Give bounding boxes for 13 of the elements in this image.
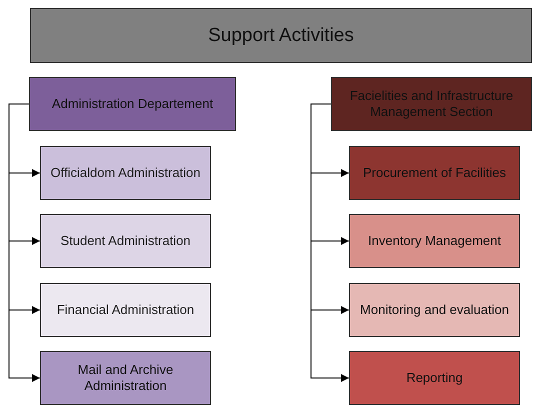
- unit-box: Procurement of Facilities: [349, 146, 520, 200]
- unit-box: Student Administration: [40, 214, 211, 268]
- unit-box: Monitoring and evaluation: [349, 283, 520, 337]
- unit-box: Mail and Archive Administration: [40, 351, 211, 405]
- header-box: Support Activities: [30, 8, 532, 63]
- unit-box: Inventory Management: [349, 214, 520, 268]
- unit-box: Reporting: [349, 351, 520, 405]
- unit-box: Officialdom Administration: [40, 146, 211, 200]
- connector-arrow: [8, 104, 40, 382]
- department-box: Administration Departement: [29, 77, 236, 131]
- connector-arrow: [310, 104, 350, 382]
- department-box: Facielities and Infrastructure Management Section: [331, 77, 532, 131]
- unit-box: Financial Administration: [40, 283, 211, 337]
